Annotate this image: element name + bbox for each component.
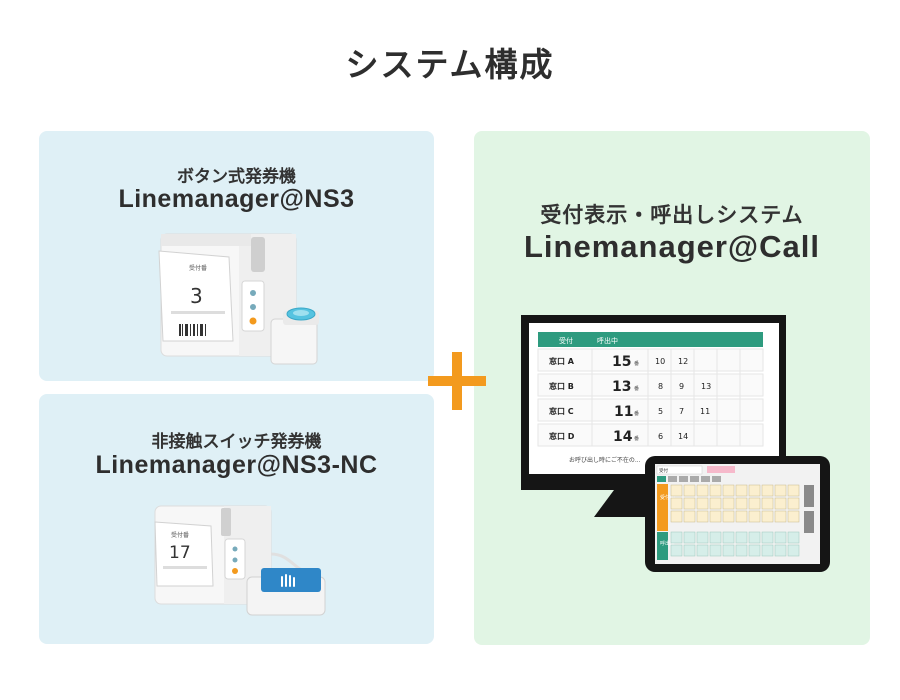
display-row: 窓口 C 11 番 5 7 11	[537, 398, 764, 422]
product-name-label: Linemanager@NS3-NC	[95, 451, 378, 479]
svg-text:窓口 B: 窓口 B	[549, 381, 574, 391]
product-type-label: 受付表示・呼出しシステム	[540, 203, 804, 227]
page-title: システム構成	[345, 45, 555, 84]
svg-text:11: 11	[614, 404, 633, 420]
product-name-label: Linemanager@NS3	[118, 185, 355, 213]
product-name-label: Linemanager@Call	[523, 229, 821, 264]
svg-text:窓口 C: 窓口 C	[549, 406, 574, 416]
svg-text:15: 15	[612, 354, 631, 370]
panel-call-system: 受付表示・呼出しシステム Linemanager@Call 受付 呼出中 窓口 …	[474, 131, 870, 645]
svg-text:番: 番	[634, 410, 639, 417]
svg-text:14: 14	[678, 432, 688, 441]
display-header-reception: 受付	[559, 336, 573, 345]
product-type-label: 非接触スイッチ発券機	[151, 432, 322, 452]
ticket-number: 17	[169, 543, 191, 563]
display-footer: お呼び出し時にご不在の...	[569, 456, 641, 464]
display-row: 窓口 B 13 番 8 9 13	[537, 373, 764, 397]
tablet-header-label: 受付	[659, 467, 668, 474]
tablet-operator-image: 受付 受付中 呼出済	[645, 456, 830, 572]
display-row: 窓口 D 14 番 6 14	[537, 423, 764, 447]
svg-text:8: 8	[658, 382, 663, 391]
display-header-calling: 呼出中	[597, 336, 618, 345]
svg-text:12: 12	[678, 357, 688, 366]
svg-text:7: 7	[679, 407, 684, 416]
ticket-machine-ns3-nc-image: 受付番 17	[154, 505, 326, 616]
svg-text:番: 番	[634, 360, 639, 367]
panel-contactless-ticket-machine: 非接触スイッチ発券機 Linemanager@NS3-NC 受付番 17	[39, 394, 434, 644]
svg-text:10: 10	[655, 357, 665, 366]
display-row: 窓口 A 15 番 10 12	[537, 348, 764, 372]
tablet-side-label-called: 呼出済	[660, 540, 675, 547]
ticket-number: 3	[190, 284, 203, 308]
svg-text:11: 11	[700, 407, 710, 416]
ticket-label: 受付番	[189, 264, 207, 272]
svg-text:9: 9	[679, 382, 684, 391]
svg-text:5: 5	[658, 407, 663, 416]
ticket-label: 受付番	[171, 531, 189, 539]
svg-text:窓口 D: 窓口 D	[549, 431, 575, 441]
svg-text:6: 6	[658, 432, 663, 441]
svg-text:13: 13	[612, 379, 631, 395]
monitor-display-image: 受付 呼出中 窓口 A 15 番 10 12 窓口 B 13 番 8 9 13 …	[521, 315, 786, 517]
svg-text:窓口 A: 窓口 A	[549, 356, 575, 366]
product-type-label: ボタン式発券機	[177, 167, 296, 187]
svg-text:14: 14	[613, 429, 633, 445]
svg-text:13: 13	[701, 382, 711, 391]
panel-button-ticket-machine: ボタン式発券機 Linemanager@NS3 受付番 3	[39, 131, 434, 381]
tablet-side-label-waiting: 受付中	[660, 494, 675, 501]
svg-text:番: 番	[634, 385, 639, 392]
svg-text:番: 番	[634, 435, 639, 442]
plus-icon	[428, 352, 486, 410]
ticket-machine-ns3-image: 受付番 3	[158, 233, 319, 365]
